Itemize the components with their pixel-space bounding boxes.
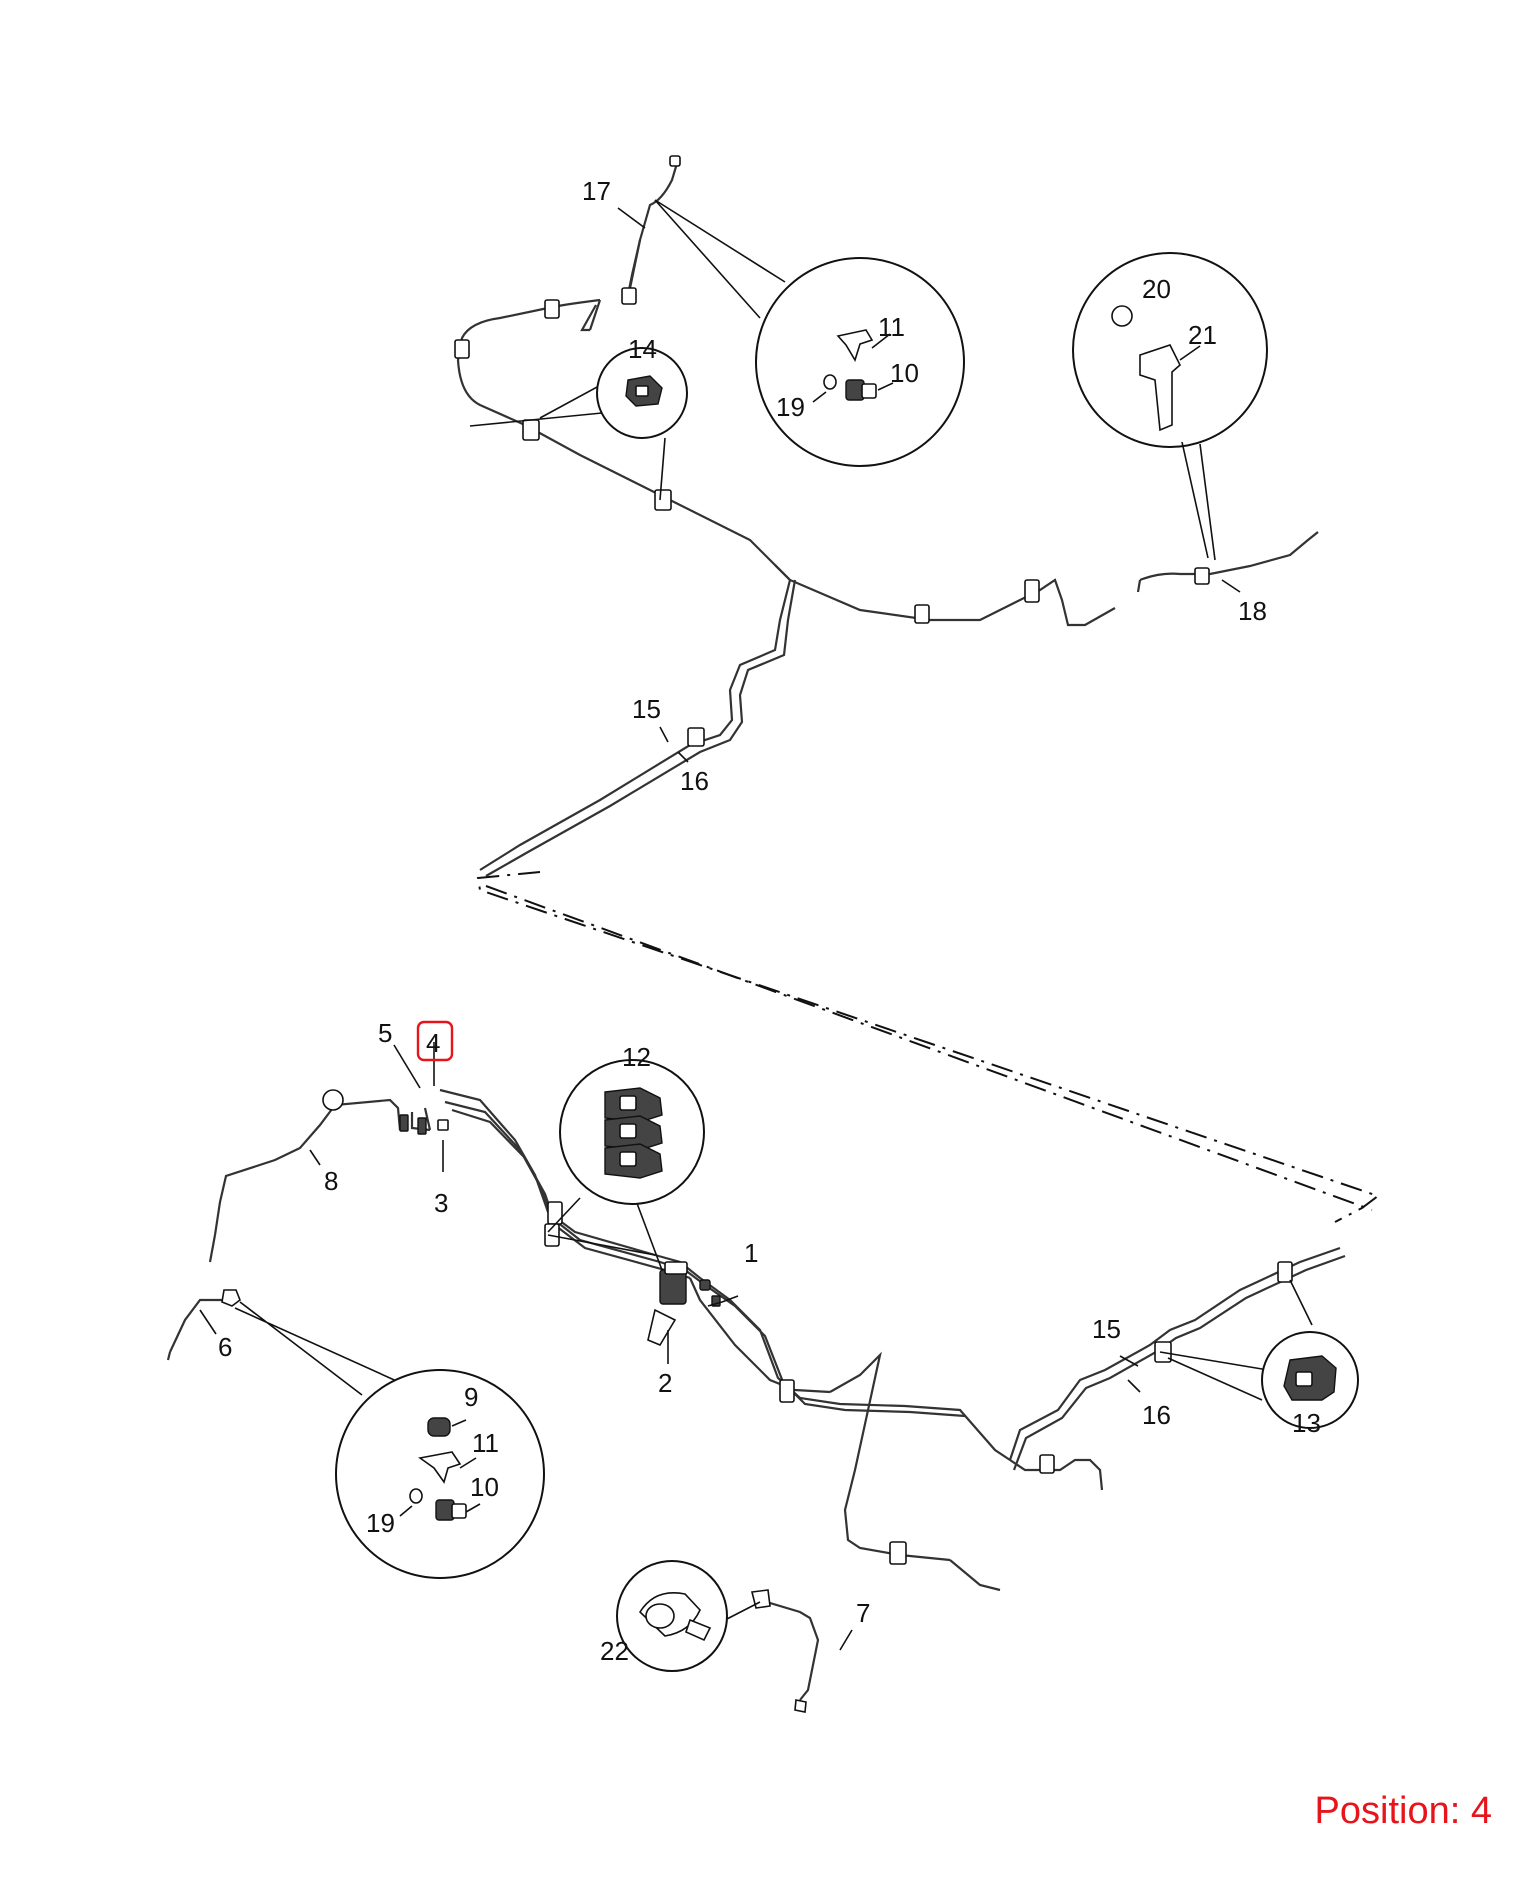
lower-line-assembly xyxy=(166,1088,1346,1713)
callout-15-upper[interactable]: 15 xyxy=(632,694,661,724)
callout-3[interactable]: 3 xyxy=(434,1188,448,1218)
callout-5[interactable]: 5 xyxy=(378,1018,392,1048)
callout-13[interactable]: 13 xyxy=(1292,1408,1321,1438)
callout-labels: 17 11 10 19 14 20 21 18 15 16 5 4 12 8 3… xyxy=(218,176,1321,1666)
callout-19-lower[interactable]: 19 xyxy=(366,1508,395,1538)
callout-12[interactable]: 12 xyxy=(622,1042,651,1072)
callout-1[interactable]: 1 xyxy=(744,1238,758,1268)
callout-6[interactable]: 6 xyxy=(218,1332,232,1362)
upper-line-assembly xyxy=(454,155,1319,877)
callout-9[interactable]: 9 xyxy=(464,1382,478,1412)
callout-14[interactable]: 14 xyxy=(628,334,657,364)
callout-19-upper[interactable]: 19 xyxy=(776,392,805,422)
callout-10-upper[interactable]: 10 xyxy=(890,358,919,388)
callout-18[interactable]: 18 xyxy=(1238,596,1267,626)
detail-circle-clip-13 xyxy=(1159,1279,1359,1429)
callout-2[interactable]: 2 xyxy=(658,1368,672,1398)
detail-circle-clip-14 xyxy=(469,347,688,501)
dashed-routing-path xyxy=(476,871,1381,1223)
callout-20[interactable]: 20 xyxy=(1142,274,1171,304)
callout-17[interactable]: 17 xyxy=(582,176,611,206)
callout-16-upper[interactable]: 16 xyxy=(680,766,709,796)
detail-circle-clip-12 xyxy=(547,1059,705,1271)
highlight-box xyxy=(416,1020,454,1062)
detail-circle-bracket-20-21 xyxy=(1072,252,1268,561)
callout-11-lower[interactable]: 11 xyxy=(472,1428,499,1458)
callout-16-lower[interactable]: 16 xyxy=(1142,1400,1171,1430)
callout-8[interactable]: 8 xyxy=(324,1166,338,1196)
callout-10-lower[interactable]: 10 xyxy=(470,1472,499,1502)
callout-22[interactable]: 22 xyxy=(600,1636,629,1666)
callout-leaders xyxy=(199,207,1241,1651)
callout-11-upper[interactable]: 11 xyxy=(878,312,905,342)
detail-circle-clamp-22 xyxy=(616,1560,761,1672)
position-label: Position: 4 xyxy=(1314,1790,1492,1832)
detail-circle-fittings-lower xyxy=(234,1301,545,1579)
callout-7[interactable]: 7 xyxy=(856,1598,870,1628)
callout-15-lower[interactable]: 15 xyxy=(1092,1314,1121,1344)
detail-circle-fittings-upper xyxy=(654,199,965,467)
callout-21[interactable]: 21 xyxy=(1188,320,1217,350)
callout-4[interactable]: 4 xyxy=(426,1028,440,1058)
